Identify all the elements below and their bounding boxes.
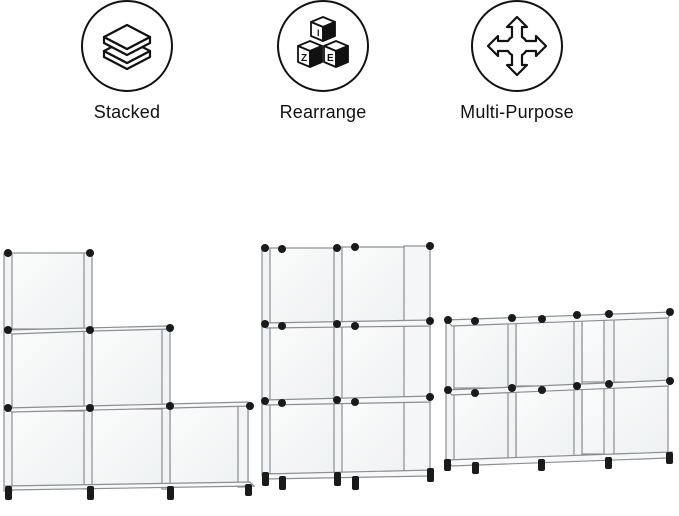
staircase-connectors bbox=[4, 249, 254, 500]
tower-connectors bbox=[261, 242, 434, 490]
feature-stacked: Stacked bbox=[47, 0, 207, 123]
staircase-shelf bbox=[3, 252, 256, 492]
stacked-icon-circle bbox=[81, 0, 173, 92]
cube-blocks-icon: I Z E bbox=[297, 16, 349, 68]
feature-label: Multi-Purpose bbox=[460, 102, 574, 122]
feature-multi-purpose: Multi-Purpose bbox=[437, 0, 597, 123]
multi-purpose-icon-circle bbox=[471, 0, 563, 92]
feature-rearrange: I Z E Rearrange bbox=[243, 0, 403, 123]
cube-letter: I bbox=[317, 28, 320, 38]
bookcase-connectors bbox=[444, 308, 674, 474]
feature-label: Stacked bbox=[93, 102, 161, 122]
rearrange-icon-circle: I Z E bbox=[277, 0, 369, 92]
feature-label: Rearrange bbox=[279, 102, 367, 122]
tower-shelf bbox=[261, 245, 433, 480]
four-way-arrows-icon bbox=[486, 15, 548, 77]
stacked-layers-icon bbox=[102, 23, 152, 71]
cube-letter: Z bbox=[301, 53, 307, 64]
bookcase-shelf bbox=[444, 311, 674, 467]
cube-letter: E bbox=[327, 53, 334, 64]
